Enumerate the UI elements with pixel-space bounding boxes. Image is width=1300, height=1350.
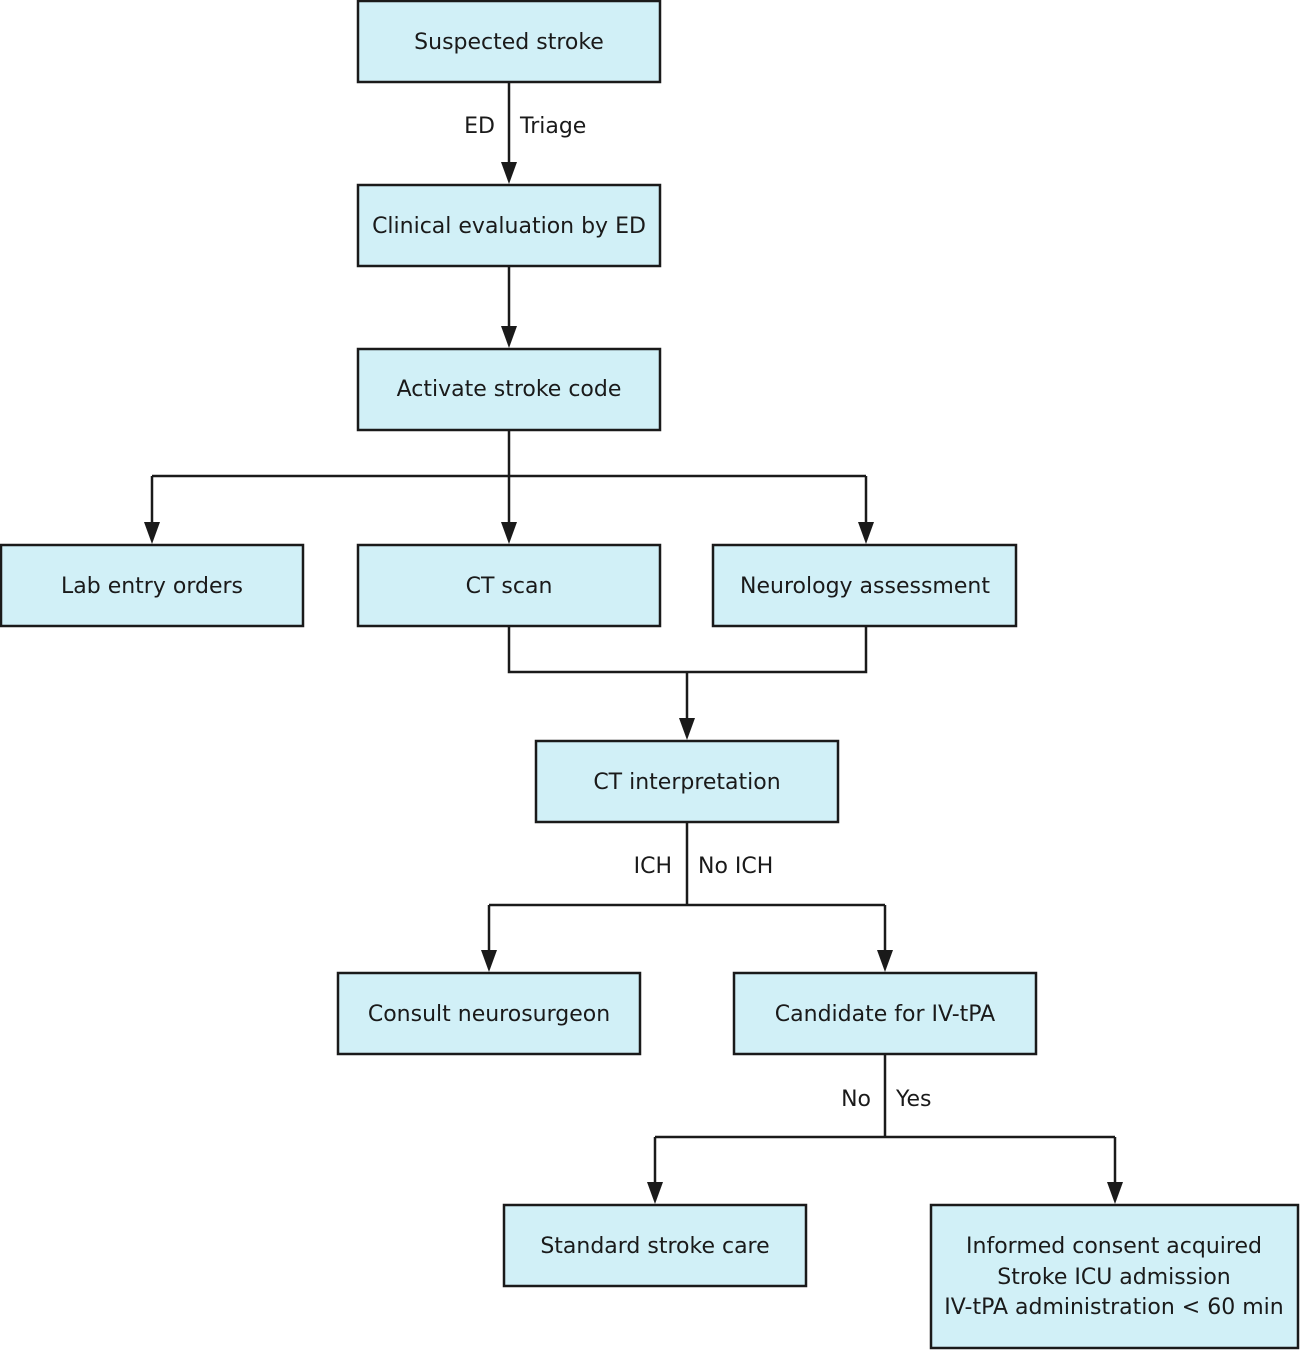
node-consult-neurosurgeon: Consult neurosurgeon: [336, 971, 642, 1056]
node-box: [711, 543, 1018, 628]
node-box: [732, 971, 1038, 1056]
node-ct-scan: CT scan: [356, 543, 662, 628]
arrowhead: [481, 950, 497, 972]
edge-candidate-split: [653, 1054, 1117, 1184]
node-box: [0, 543, 305, 628]
edge-label-yes: Yes: [895, 1087, 932, 1112]
edge-labels: ED Triage ICH No ICH No Yes: [464, 114, 931, 1112]
node-suspected-stroke: Suspected stroke: [356, 0, 662, 84]
node-label: Candidate for IV-tPA: [775, 1002, 995, 1027]
node-box: [929, 1203, 1300, 1350]
node-label: Standard stroke care: [540, 1234, 769, 1259]
node-standard-stroke-care: Standard stroke care: [502, 1203, 808, 1288]
node-label: CT scan: [466, 574, 553, 599]
edge-label-no-ich: No ICH: [698, 854, 773, 879]
edge-stroke-code-split: [150, 430, 868, 524]
edge-merge-to-ct-interpretation: [507, 626, 868, 720]
edge-label-ed: ED: [464, 114, 495, 139]
arrowhead: [501, 522, 517, 544]
node-box: [356, 347, 662, 432]
node-label: Lab entry orders: [61, 574, 243, 599]
node-label: Neurology assessment: [740, 574, 990, 599]
arrowhead: [144, 522, 160, 544]
node-activate-stroke-code: Activate stroke code: [356, 347, 662, 432]
node-box: [534, 739, 840, 824]
node-box: [336, 971, 642, 1056]
node-label: Suspected stroke: [414, 30, 604, 55]
edge-label-ich: ICH: [634, 854, 672, 879]
edge-label-triage: Triage: [519, 114, 586, 139]
edge-label-no: No: [841, 1087, 871, 1112]
node-box: [356, 0, 662, 84]
node-box: [502, 1203, 808, 1288]
node-neurology-assessment: Neurology assessment: [711, 543, 1018, 628]
arrowhead: [501, 326, 517, 348]
node-label: CT interpretation: [593, 770, 780, 795]
node-label-line-1: Informed consent acquired: [966, 1234, 1262, 1259]
node-label-line-2: Stroke ICU admission: [997, 1265, 1230, 1290]
edge-ct-interpretation-split: [487, 822, 887, 952]
connectors: [144, 82, 1123, 1204]
node-clinical-evaluation: Clinical evaluation by ED: [356, 183, 662, 268]
arrowhead: [858, 522, 874, 544]
node-lab-entry-orders: Lab entry orders: [0, 543, 305, 628]
node-label: Clinical evaluation by ED: [372, 214, 646, 239]
node-label: Activate stroke code: [397, 377, 622, 402]
arrowhead: [1107, 1182, 1123, 1204]
arrowhead: [647, 1182, 663, 1204]
node-label-line-3: IV-tPA administration < 60 min: [944, 1295, 1283, 1320]
arrowhead: [501, 162, 517, 184]
node-candidate-iv-tpa: Candidate for IV-tPA: [732, 971, 1038, 1056]
node-label: Consult neurosurgeon: [368, 1002, 610, 1027]
node-box: [356, 543, 662, 628]
node-ct-interpretation: CT interpretation: [534, 739, 840, 824]
node-informed-consent: Informed consent acquired Stroke ICU adm…: [929, 1203, 1300, 1350]
arrowhead: [679, 718, 695, 740]
node-box: [356, 183, 662, 268]
arrowhead: [877, 950, 893, 972]
